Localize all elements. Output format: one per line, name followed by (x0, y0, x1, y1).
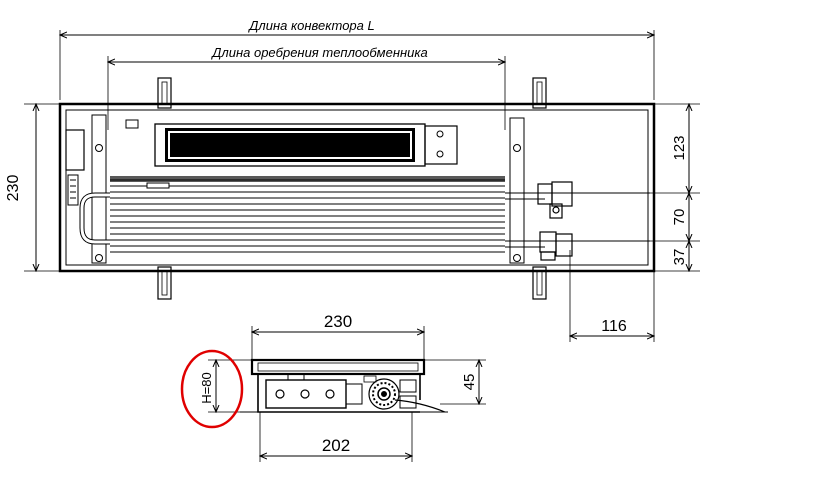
dim-offset-label: 116 (601, 318, 627, 335)
convector-frame (58, 102, 656, 273)
valve-lower (539, 231, 573, 261)
dim-right-1-label: 123 (671, 135, 688, 160)
section-bottom-label: 202 (322, 436, 350, 455)
section-width-label: 230 (324, 312, 352, 331)
top-view (24, 30, 700, 342)
dim-right-3-label: 37 (671, 249, 688, 266)
bracket (532, 266, 547, 300)
section-view (208, 326, 486, 462)
length-total-label: Длина конвектора L (247, 18, 374, 33)
bracket (157, 77, 172, 109)
bracket (532, 77, 547, 109)
valve-upper (537, 181, 573, 219)
grille (250, 358, 426, 376)
section-heat-exchanger (363, 375, 417, 410)
length-fins-label: Длина оребрения теплообменника (210, 45, 427, 60)
dim-right-2-label: 70 (671, 209, 688, 226)
heat-exchanger-fins (110, 179, 505, 253)
section-height-label: 45 (461, 374, 478, 391)
height-label: 230 (5, 175, 22, 202)
terminal-box (65, 129, 85, 171)
section-depth-label: H=80 (199, 372, 214, 403)
highlight-ellipse (180, 349, 244, 429)
bracket (157, 266, 172, 300)
